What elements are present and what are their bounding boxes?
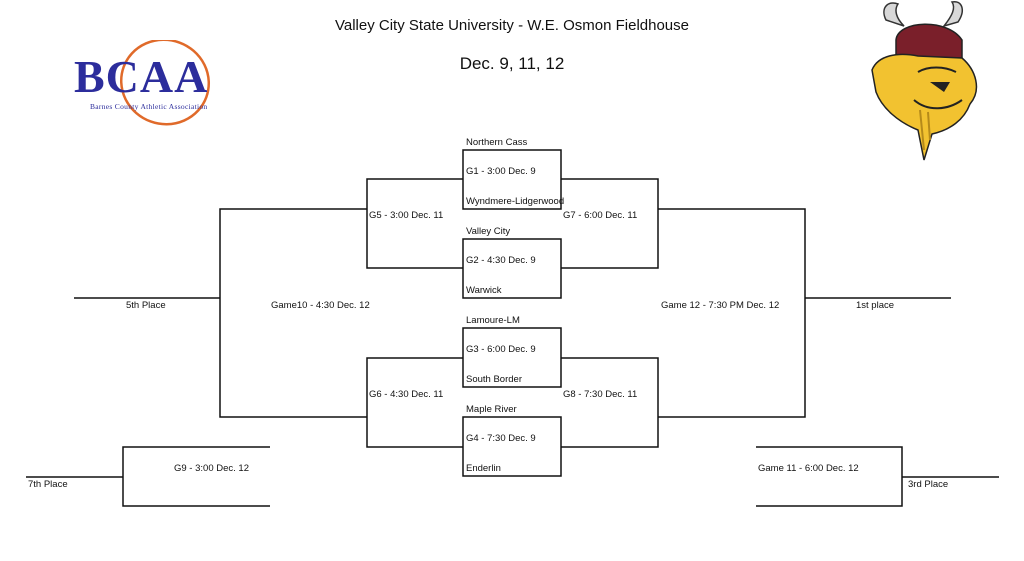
g8-bracket: [561, 357, 659, 448]
g11-bracket: [756, 446, 903, 507]
g9-bracket: [122, 446, 270, 507]
game-g8-label: G8 - 7:30 Dec. 11: [563, 389, 638, 400]
fifth-place-label: 5th Place: [126, 300, 166, 311]
game-g7-label: G7 - 6:00 Dec. 11: [563, 210, 638, 221]
tournament-dates: Dec. 9, 11, 12: [459, 54, 565, 73]
game-g4-label: G4 - 7:30 Dec. 9: [466, 433, 536, 444]
seventh-place-label: 7th Place: [28, 479, 68, 490]
game-g1-label: G1 - 3:00 Dec. 9: [466, 166, 536, 177]
viking-head-icon: [871, 1, 978, 161]
game-g6-label: G6 - 4:30 Dec. 11: [369, 389, 444, 400]
team-lamoure-lm: Lamoure-LM: [466, 315, 520, 326]
g10-bracket: [219, 208, 367, 418]
game-g5-label: G5 - 3:00 Dec. 11: [369, 210, 444, 221]
game-g12-label: Game 12 - 7:30 PM Dec. 12: [661, 300, 780, 311]
game-g11-label: Game 11 - 6:00 Dec. 12: [758, 463, 859, 474]
bcaa-logo: BCAA Barnes County Athletic Association: [70, 40, 250, 130]
team-south-border: South Border: [466, 374, 522, 385]
game-g3-label: G3 - 6:00 Dec. 9: [466, 344, 536, 355]
team-enderlin: Enderlin: [466, 463, 501, 474]
team-northern-cass: Northern Cass: [466, 137, 528, 148]
team-valley-city: Valley City: [466, 226, 511, 237]
first-place-label: 1st place: [856, 300, 895, 311]
logo-text: BCAA: [74, 51, 209, 102]
game-g10-label: Game10 - 4:30 Dec. 12: [271, 300, 370, 311]
g12-bracket: [658, 208, 806, 418]
g6-bracket: [366, 357, 463, 448]
game-g2-label: G2 - 4:30 Dec. 9: [466, 255, 536, 266]
logo-subtext: Barnes County Athletic Association: [90, 102, 208, 111]
team-maple-river: Maple River: [466, 404, 517, 415]
logo-swoosh-icon: [119, 40, 211, 126]
g7-bracket: [561, 178, 659, 269]
venue-title: Valley City State University - W.E. Osmo…: [334, 17, 689, 34]
team-wyndmere-lidgerwood: Wyndmere-Lidgerwood: [466, 196, 565, 207]
team-warwick: Warwick: [466, 285, 502, 296]
g5-bracket: [366, 178, 463, 269]
third-place-label: 3rd Place: [908, 479, 949, 490]
game-g9-label: G9 - 3:00 Dec. 12: [174, 463, 249, 474]
